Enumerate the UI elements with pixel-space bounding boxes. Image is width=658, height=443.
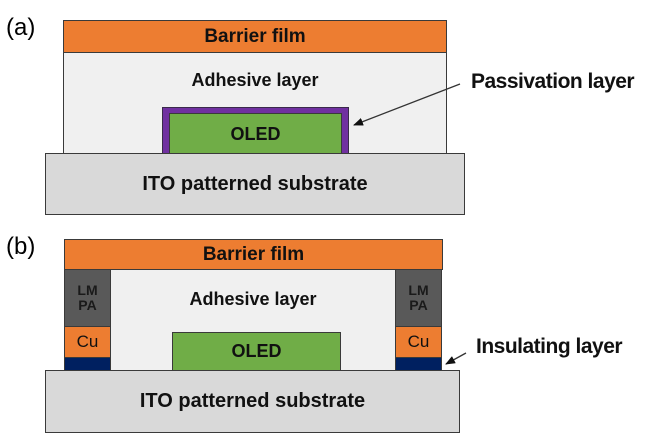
panel-b-right-lmpa: LM PA — [395, 269, 442, 327]
panel-b-right-cu: Cu — [395, 326, 442, 358]
panel-b-oled: OLED — [172, 332, 341, 371]
insulating-arrow — [445, 352, 467, 365]
panel-b-right-lmpa-line1: LM — [408, 282, 429, 298]
panel-b-insulating-callout: Insulating layer — [476, 335, 623, 358]
panel-a-barrier-film: Barrier film — [63, 20, 447, 53]
panel-b-right-cu-label: Cu — [407, 332, 430, 351]
panel-b-label: (b) — [6, 233, 36, 260]
panel-b-oled-label: OLED — [231, 341, 282, 361]
panel-a-oled-label: OLED — [230, 123, 281, 144]
panel-b-substrate: ITO patterned substrate — [45, 370, 460, 433]
panel-a-label: (a) — [6, 14, 36, 41]
panel-b-left-cu-label: Cu — [76, 332, 99, 351]
passivation-arrow — [353, 83, 461, 126]
panel-b-barrier-label: Barrier film — [202, 243, 305, 265]
panel-a-passivation-callout: Passivation layer — [471, 70, 635, 93]
panel-b-left-lmpa-line1: LM — [77, 282, 98, 298]
panel-b-adhesive-label: Adhesive layer — [189, 289, 317, 309]
panel-a-substrate-label: ITO patterned substrate — [142, 172, 368, 195]
panel-a-substrate: ITO patterned substrate — [45, 153, 465, 215]
panel-b-left-lmpa-line2: PA — [78, 297, 97, 313]
panel-a-barrier-label: Barrier film — [204, 25, 306, 47]
panel-b-substrate-label: ITO patterned substrate — [139, 390, 366, 412]
panel-b-right-lmpa-line2: PA — [409, 297, 428, 313]
panel-b-barrier-film: Barrier film — [64, 239, 443, 270]
panel-a-adhesive-label: Adhesive layer — [191, 70, 319, 90]
panel-b-left-cu: Cu — [64, 326, 111, 358]
panel-b-left-lmpa: LM PA — [64, 269, 111, 327]
